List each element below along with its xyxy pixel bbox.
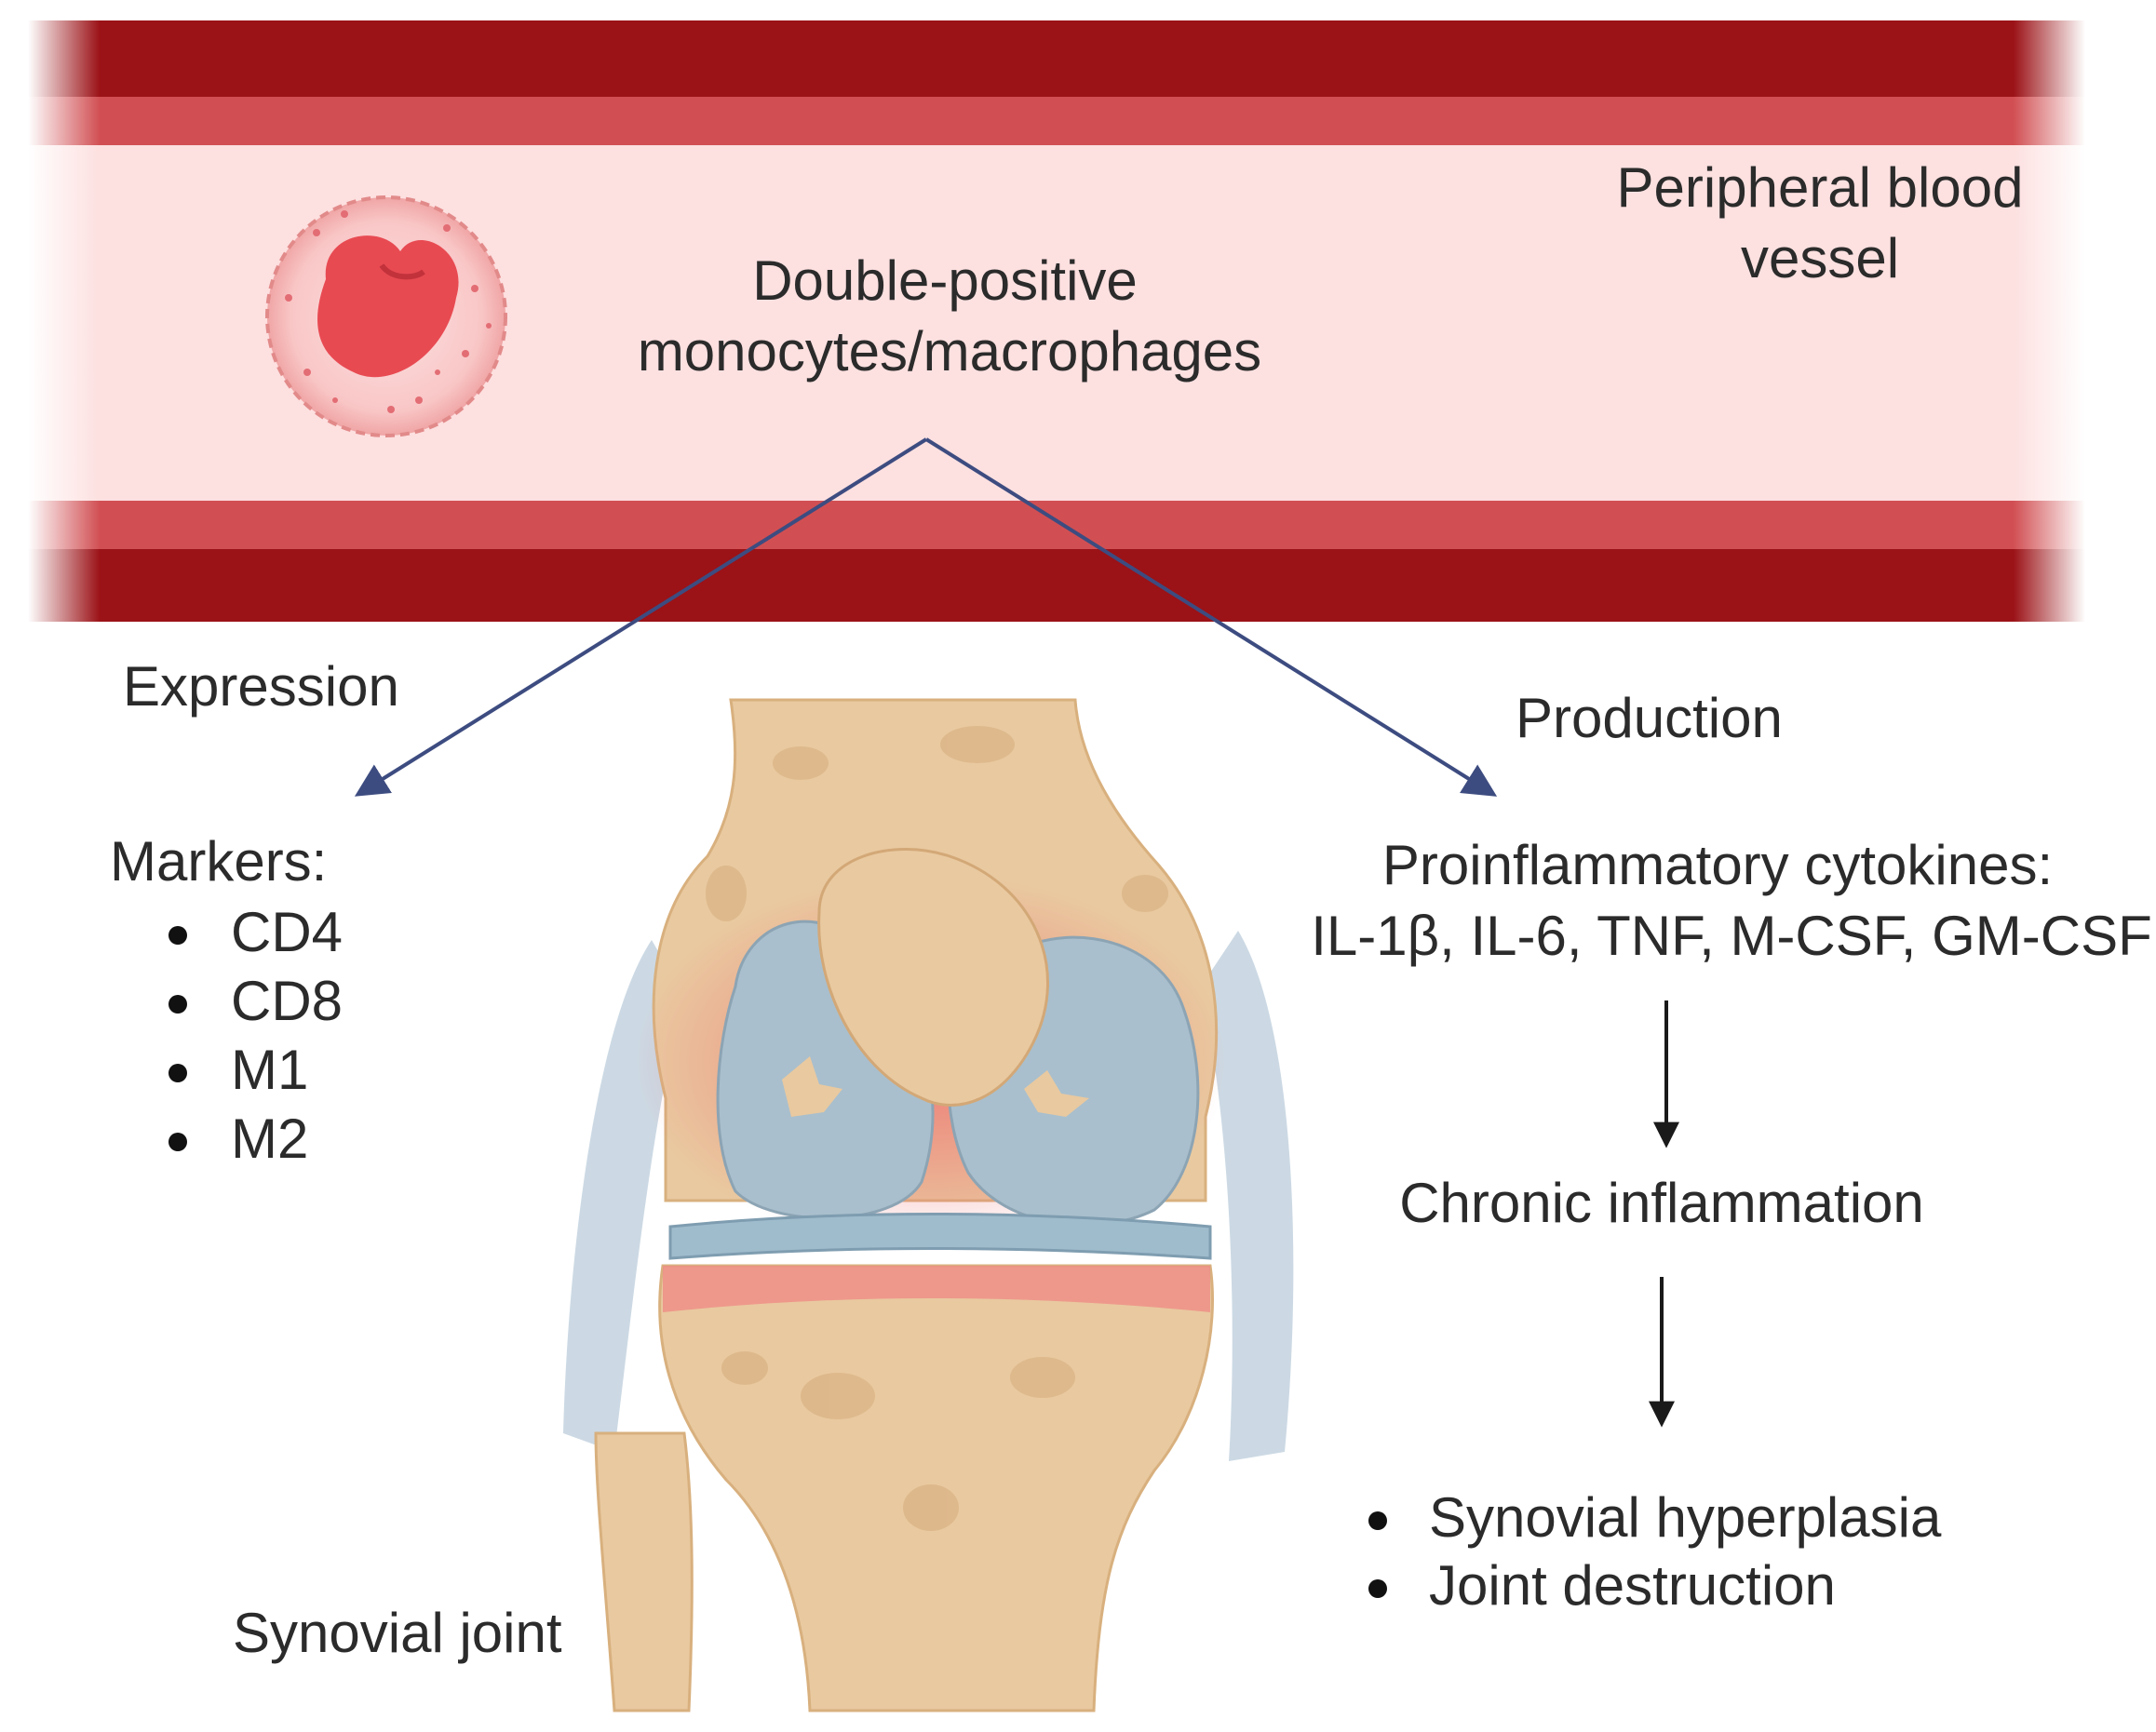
markers-heading: Markers:	[110, 830, 327, 893]
blood-vessel	[28, 20, 2085, 622]
vessel-label-line2: vessel	[1741, 227, 1899, 289]
marker-bullet	[168, 926, 187, 945]
cytokines-list: IL-1β, IL-6, TNF, M-CSF, GM-CSF	[1311, 905, 2152, 967]
production-arrow	[924, 437, 1498, 797]
outcome-item: Synovial hyperplasia	[1429, 1486, 1942, 1549]
cytokines-heading: Proinflammatory cytokines:	[1382, 834, 2053, 896]
vessel-label-line1: Peripheral blood	[1617, 156, 2024, 219]
chronic-inflammation-label: Chronic inflammation	[1399, 1172, 1924, 1234]
marker-item: CD8	[231, 970, 343, 1032]
outcomes-list: Synovial hyperplasia Joint destruction	[1368, 1486, 1942, 1617]
marker-bullet	[168, 1064, 187, 1082]
outcome-bullet	[1368, 1579, 1387, 1598]
marker-bullet	[168, 995, 187, 1014]
marker-item: CD4	[231, 901, 343, 963]
marker-item: M1	[231, 1039, 308, 1101]
knee-joint-illustration	[563, 698, 1294, 1712]
outcome-item: Joint destruction	[1429, 1554, 1836, 1617]
marker-item: M2	[231, 1108, 308, 1170]
outcome-bullet	[1368, 1511, 1387, 1530]
monocyte-cell-icon	[265, 195, 507, 437]
expression-label: Expression	[123, 655, 399, 718]
cell-label-line2: monocytes/macrophages	[638, 320, 1261, 383]
cell-label-line1: Double-positive	[752, 249, 1138, 312]
markers-list: CD4 CD8 M1 M2	[168, 901, 343, 1170]
synovial-joint-label: Synovial joint	[233, 1602, 562, 1664]
expression-arrow	[354, 437, 928, 797]
production-label: Production	[1516, 687, 1783, 749]
marker-bullet	[168, 1133, 187, 1151]
